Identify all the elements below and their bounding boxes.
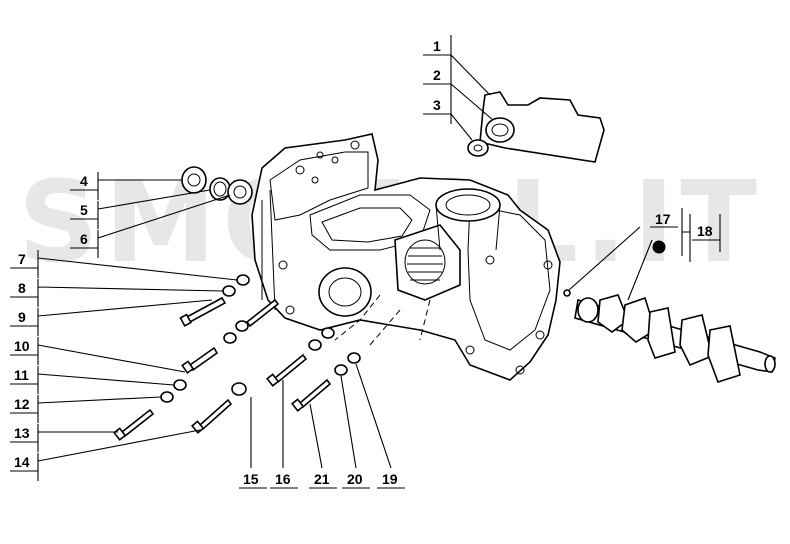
callout-5: 5 bbox=[80, 202, 88, 218]
callout-10: 10 bbox=[14, 338, 30, 354]
callout-2: 2 bbox=[433, 67, 441, 83]
bolts bbox=[113, 296, 332, 441]
callout-20: 20 bbox=[347, 471, 363, 487]
cylinder-head-casing bbox=[251, 133, 561, 381]
callout-3: 3 bbox=[433, 97, 441, 113]
callout-1: 1 bbox=[433, 38, 441, 54]
o-ring bbox=[209, 177, 231, 201]
leader-lines bbox=[10, 35, 721, 489]
callout-9: 9 bbox=[18, 309, 26, 325]
small-washers bbox=[160, 274, 361, 403]
oil-seal bbox=[181, 166, 207, 194]
pin bbox=[563, 289, 571, 297]
washer-3 bbox=[467, 139, 489, 157]
callout-12: 12 bbox=[14, 396, 30, 412]
camshaft bbox=[574, 294, 776, 383]
callout-15: 15 bbox=[243, 471, 259, 487]
bush bbox=[485, 117, 515, 143]
callout-16: 16 bbox=[275, 471, 291, 487]
callout-4: 4 bbox=[80, 173, 88, 189]
callout-19: 19 bbox=[382, 471, 398, 487]
callout-6: 6 bbox=[80, 231, 88, 247]
callout-13: 13 bbox=[14, 425, 30, 441]
seal-ring bbox=[227, 179, 253, 205]
callout-7: 7 bbox=[18, 251, 26, 267]
plug bbox=[652, 240, 666, 254]
callout-labels: 1 2 3 4 5 6 7 8 9 10 11 12 13 14 15 16 1… bbox=[14, 38, 713, 487]
callout-8: 8 bbox=[18, 280, 26, 296]
callout-18: 18 bbox=[697, 223, 713, 239]
callout-14: 14 bbox=[14, 454, 30, 470]
callout-21: 21 bbox=[314, 471, 330, 487]
callout-17: 17 bbox=[655, 211, 671, 227]
callout-11: 11 bbox=[14, 367, 29, 383]
